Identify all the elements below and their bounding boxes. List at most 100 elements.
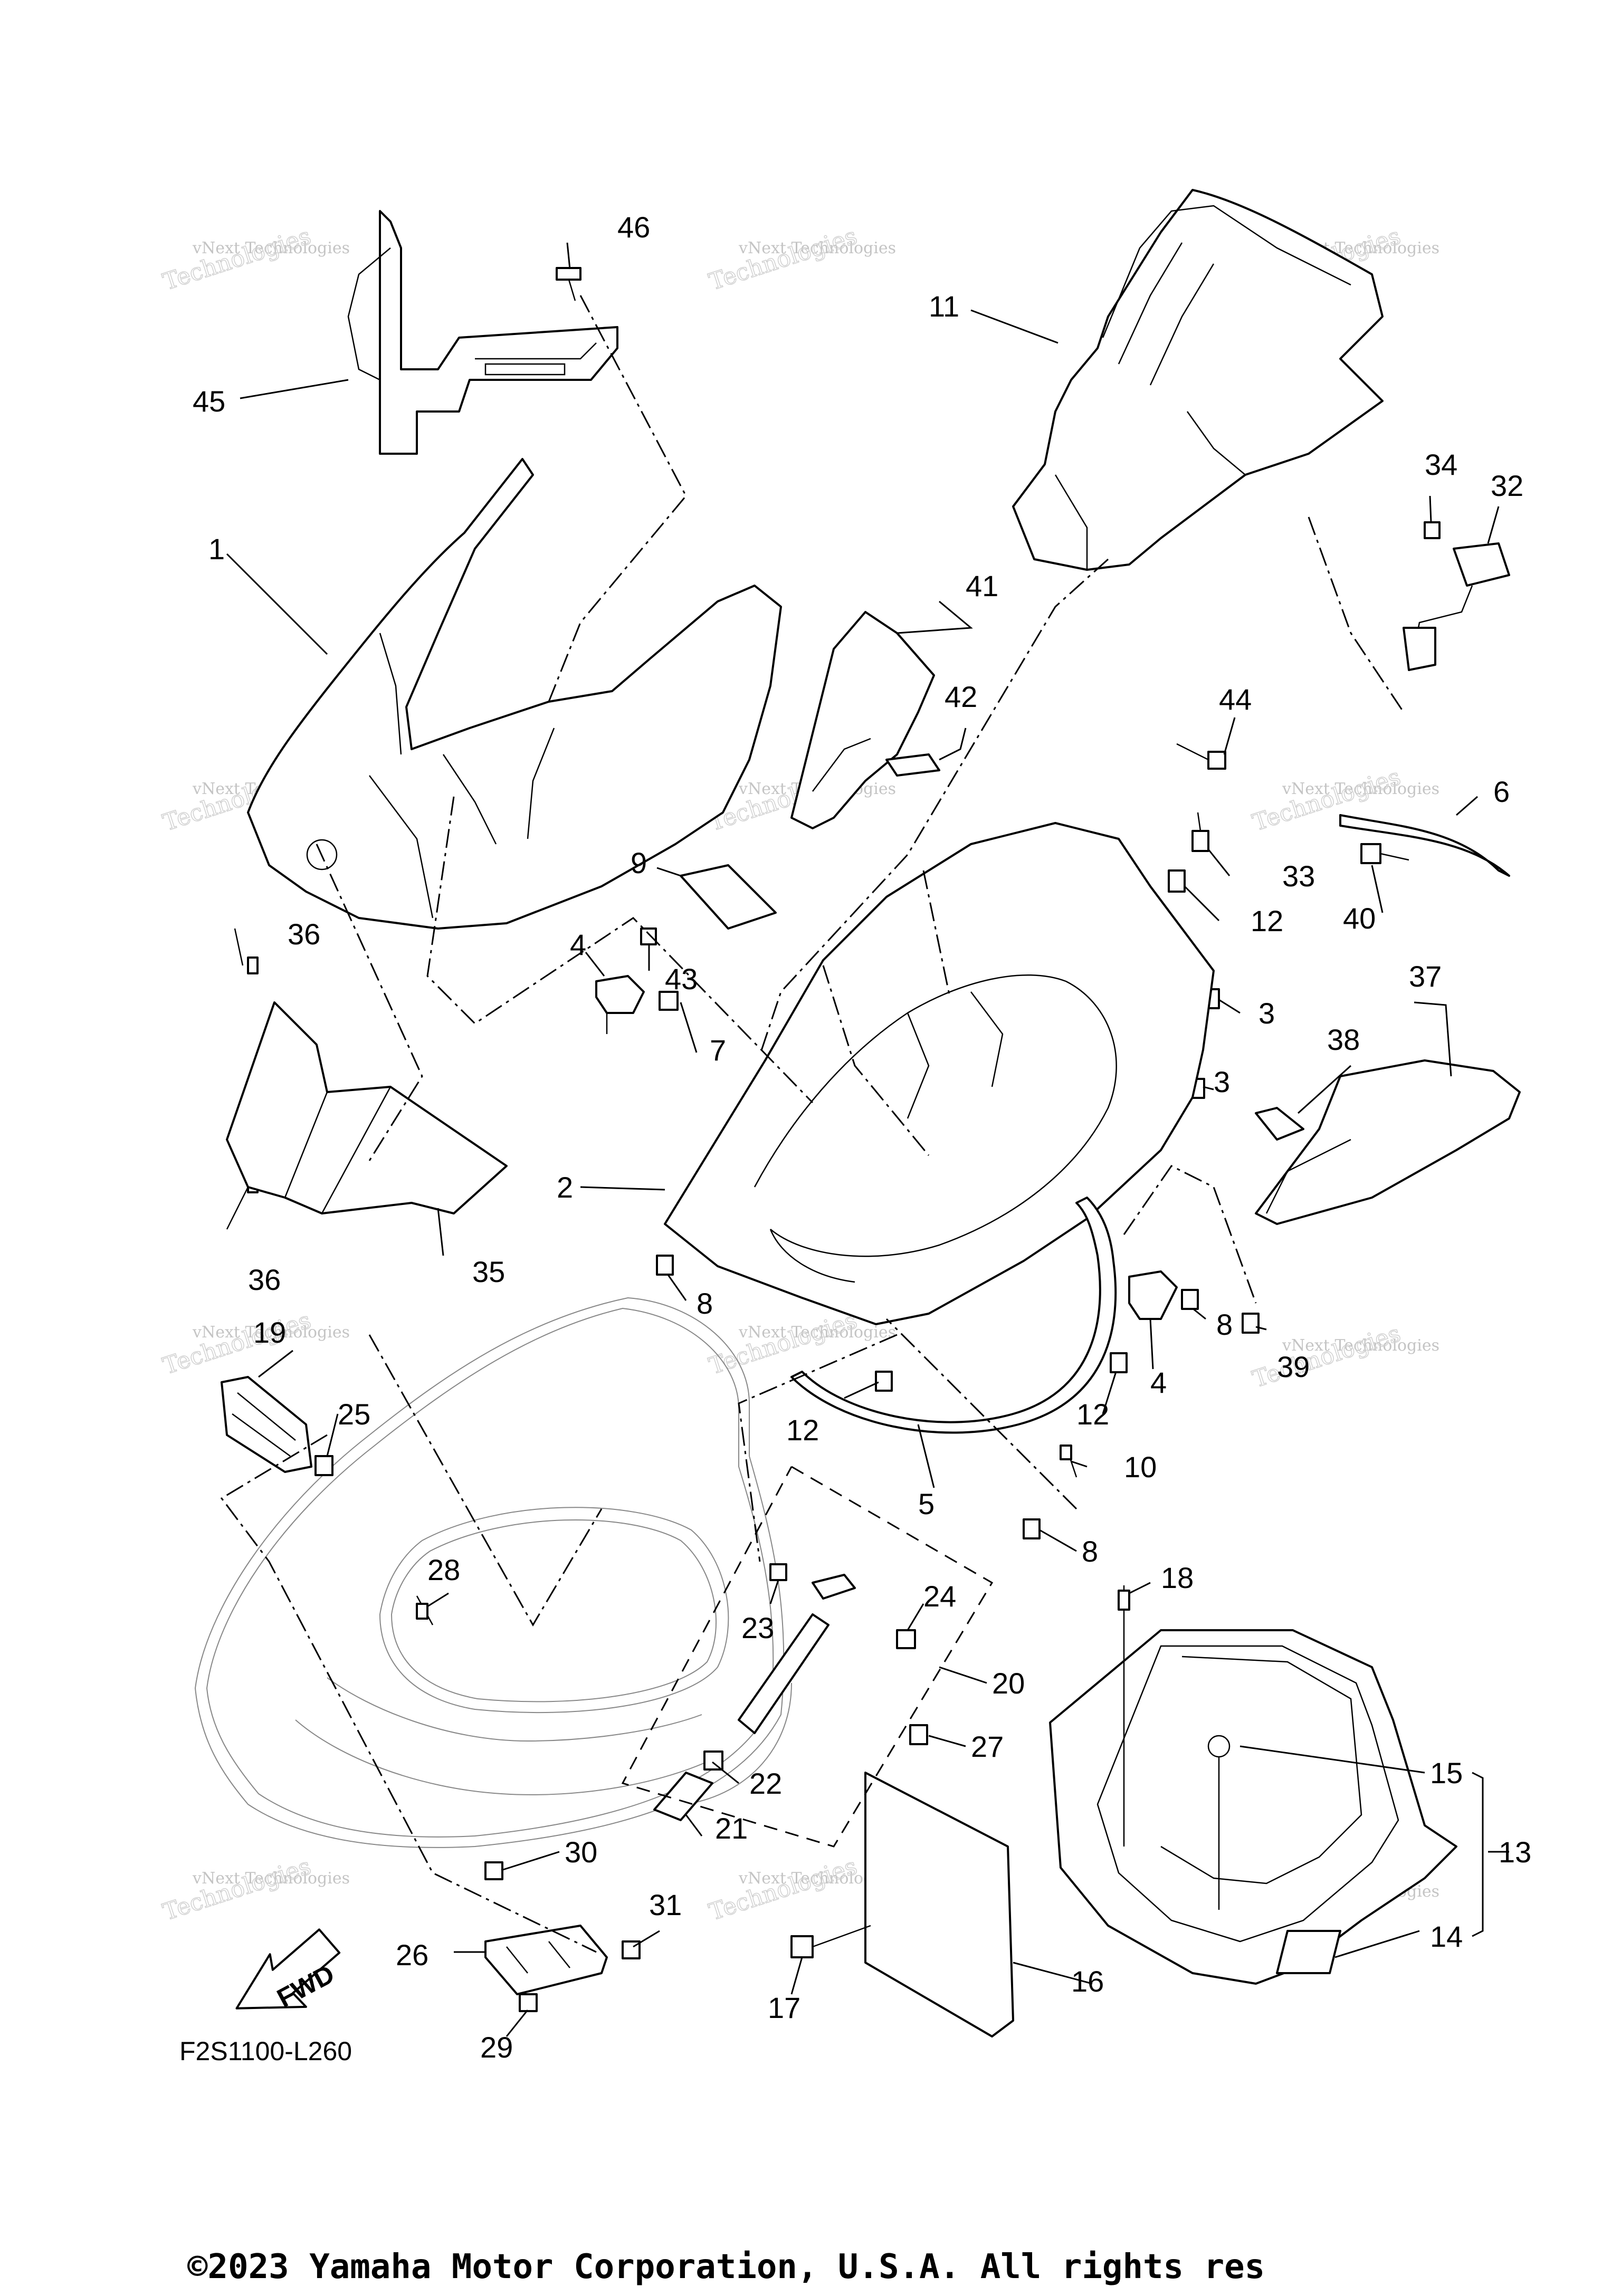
part-40-bolt	[1360, 843, 1409, 864]
callout-34: 34	[1425, 448, 1457, 481]
part-8-bolt	[1181, 1289, 1199, 1310]
part-41-side-panel	[790, 611, 940, 829]
callout-4: 4	[570, 928, 586, 961]
part-4-clip	[1128, 1270, 1178, 1320]
part-20-damper-assembly	[653, 1563, 928, 1821]
callout-8: 8	[1082, 1535, 1098, 1568]
callout-38: 38	[1327, 1023, 1360, 1056]
part-19-latch	[221, 1376, 312, 1473]
hull-phantom-outline	[194, 1297, 792, 1848]
callout-36: 36	[288, 917, 320, 951]
watermark-large: Technologies	[706, 1853, 861, 1926]
part-4-clip	[595, 975, 645, 1034]
callout-39: 39	[1277, 1350, 1310, 1383]
callout-30: 30	[565, 1835, 597, 1869]
copyright-notice: ©2023 Yamaha Motor Corporation, U.S.A. A…	[187, 2247, 1265, 2287]
watermark-large: Technologies	[160, 1853, 314, 1926]
callout-16: 16	[1071, 1965, 1104, 1998]
part-6-hose	[1339, 814, 1510, 877]
part-13-tray-assembly	[1049, 1629, 1457, 1985]
callout-32: 32	[1491, 469, 1523, 502]
callout-12: 12	[786, 1413, 819, 1447]
watermark-large: Technologies	[706, 1307, 861, 1380]
callout-22: 22	[749, 1767, 782, 1800]
part-16-mat	[864, 1772, 1014, 2037]
callout-43: 43	[665, 962, 698, 996]
part-26-hinge	[484, 1861, 641, 2012]
callout-11: 11	[929, 290, 959, 323]
part-46-bolt	[556, 267, 581, 301]
part-33-bolt	[1191, 812, 1209, 852]
watermark-small: vNext Technologies	[192, 1323, 350, 1342]
watermark-small: vNext Technologies	[192, 239, 350, 257]
part-11-top-cover	[1012, 189, 1384, 571]
part-17-bolt	[790, 1925, 871, 1958]
callout-36: 36	[248, 1263, 281, 1296]
callout-37: 37	[1409, 960, 1442, 993]
callout-33: 33	[1282, 859, 1315, 893]
part-45-bracket	[347, 210, 618, 455]
part-8-bolt	[1023, 1518, 1041, 1539]
callout-10: 10	[1124, 1450, 1157, 1484]
part-25-bolt	[314, 1455, 333, 1476]
watermark-large: Technologies	[160, 223, 314, 295]
drawing-code: F2S1100-L260	[179, 2036, 352, 2066]
part-5-seal-ring	[790, 1197, 1117, 1434]
part-2-storage-tub	[664, 822, 1215, 1325]
callout-31: 31	[649, 1888, 682, 1921]
part-44-bolt	[1176, 743, 1226, 770]
callout-3: 3	[1258, 997, 1275, 1030]
watermark-small: vNext Technologies	[738, 1323, 896, 1342]
callout-13: 13	[1499, 1835, 1531, 1869]
callout-17: 17	[768, 1991, 800, 2024]
part-36-pin	[234, 928, 259, 974]
callout-12: 12	[1251, 904, 1283, 937]
callout-6: 6	[1493, 775, 1510, 808]
callout-29: 29	[480, 2031, 513, 2064]
callout-28: 28	[427, 1553, 460, 1586]
callout-12: 12	[1076, 1398, 1109, 1431]
callout-42: 42	[945, 680, 977, 713]
callout-26: 26	[396, 1938, 428, 1972]
part-32-switch-assembly	[1403, 521, 1510, 671]
callout-35: 35	[472, 1255, 505, 1288]
watermark-small: vNext Technologies	[738, 239, 896, 257]
callout-2: 2	[557, 1171, 573, 1204]
callout-4: 4	[1150, 1366, 1167, 1399]
callout-20: 20	[992, 1667, 1025, 1700]
part-7-clip	[659, 991, 679, 1011]
part-9-plate	[680, 864, 777, 930]
callout-15: 15	[1430, 1756, 1463, 1790]
callout-14: 14	[1430, 1920, 1463, 1953]
callout-19: 19	[253, 1316, 286, 1349]
leader-lines	[226, 242, 1509, 2037]
watermark-small: vNext Technologies	[1282, 780, 1439, 798]
part-12-bolt	[1168, 869, 1186, 893]
callout-46: 46	[617, 211, 650, 244]
part-12-bolt	[875, 1371, 893, 1392]
callout-21: 21	[715, 1812, 748, 1845]
callout-24: 24	[923, 1580, 956, 1613]
part-43-grommet	[640, 927, 657, 945]
part-12-bolt	[1110, 1352, 1128, 1373]
part-39-bolt	[1242, 1313, 1260, 1334]
callout-8: 8	[697, 1287, 713, 1320]
part-38-pad	[1255, 1107, 1304, 1141]
part-1-front-cover	[247, 458, 782, 930]
callout-45: 45	[193, 385, 225, 418]
part-8-bolt	[656, 1255, 674, 1276]
part-10-rivet	[1060, 1444, 1078, 1478]
watermark-large: Technologies	[1250, 1320, 1404, 1393]
callout-41: 41	[966, 569, 998, 602]
callout-25: 25	[338, 1398, 370, 1431]
callout-3: 3	[1214, 1065, 1230, 1098]
callout-18: 18	[1161, 1561, 1194, 1594]
callout-27: 27	[971, 1730, 1004, 1763]
watermark-small: vNext Technologies	[192, 1869, 350, 1888]
callout-8: 8	[1216, 1308, 1233, 1341]
callout-23: 23	[741, 1611, 774, 1644]
callout-44: 44	[1219, 683, 1252, 716]
callout-5: 5	[918, 1487, 935, 1520]
part-18-pin	[1118, 1585, 1130, 1847]
